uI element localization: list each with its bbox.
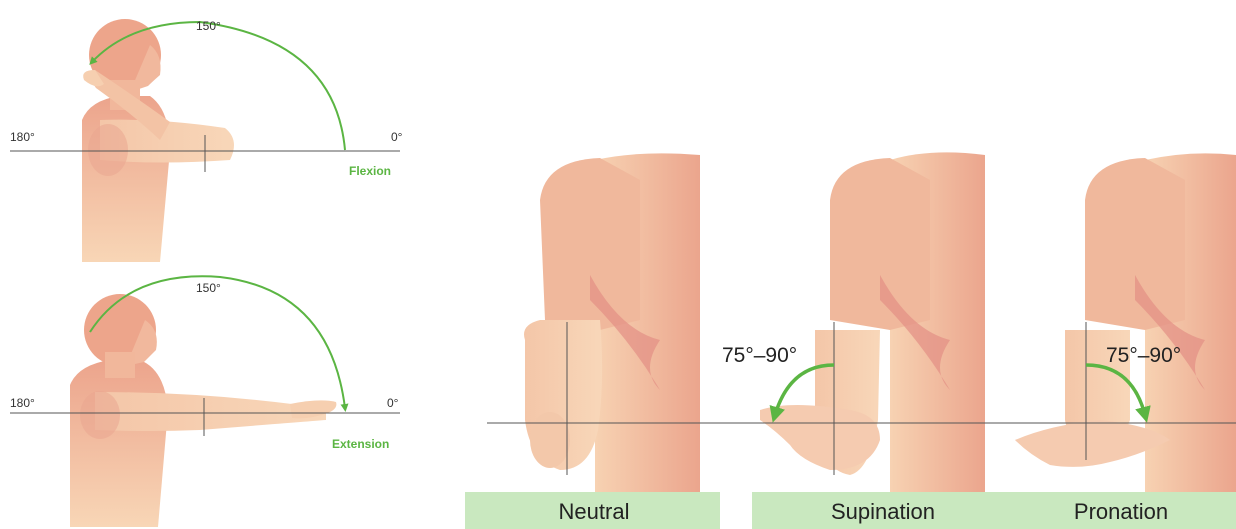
pronation-panel: 75°–90° Pronation (1005, 153, 1236, 529)
flexion-0-label: 0° (391, 130, 403, 144)
pronation-label: Pronation (1074, 499, 1168, 524)
flexion-body-figure (82, 19, 234, 262)
supination-range-label: 75°–90° (722, 344, 797, 367)
supination-panel: 75°–90° Supination (722, 152, 1014, 529)
extension-label: Extension (332, 437, 389, 451)
flexion-panel: 150° 180° 0° Flexion (10, 19, 403, 262)
flexion-label: Flexion (349, 164, 391, 178)
neutral-panel: Neutral (465, 153, 720, 529)
neutral-body-figure (524, 153, 700, 492)
flexion-180-label: 180° (10, 130, 35, 144)
extension-0-label: 0° (387, 396, 399, 410)
pronation-range-label: 75°–90° (1106, 344, 1181, 367)
flexion-angle-label: 150° (196, 19, 221, 33)
extension-body-figure (70, 294, 336, 527)
supination-body-figure (760, 152, 985, 492)
pronation-body-figure (1015, 153, 1236, 492)
extension-180-label: 180° (10, 396, 35, 410)
supination-label: Supination (831, 499, 935, 524)
extension-panel: 150° 180° 0° Extension (10, 276, 400, 527)
neutral-label: Neutral (559, 499, 630, 524)
extension-angle-label: 150° (196, 281, 221, 295)
